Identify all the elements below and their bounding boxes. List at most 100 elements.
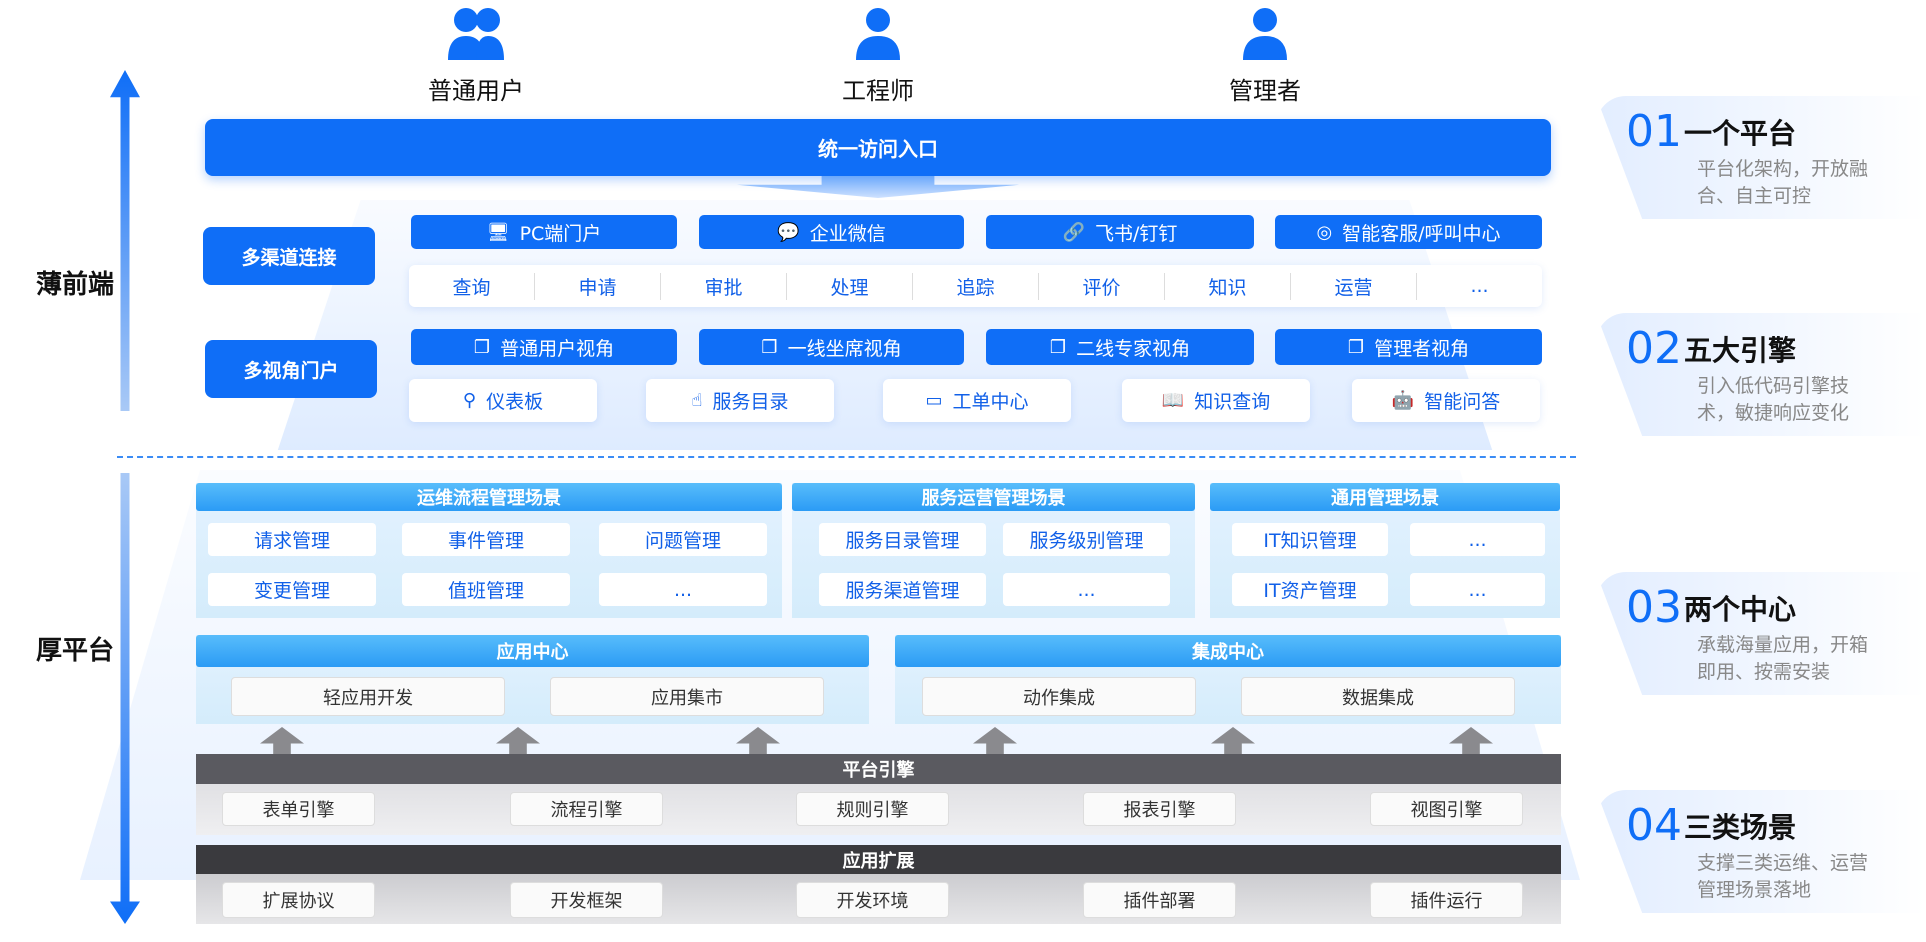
engine-item[interactable]: 表单引擎 [222, 792, 375, 826]
feishu-icon: 🔗 [1062, 221, 1085, 243]
card-desc: 平台化架构，开放融合、自主可控 [1697, 158, 1869, 207]
scene-item[interactable]: 服务级别管理 [1003, 523, 1170, 556]
action-3[interactable]: 处理 [787, 272, 913, 300]
service-catalog-icon: ☝ [691, 390, 703, 411]
view-2[interactable]: ❐ 二线专家视角 [986, 329, 1254, 365]
channel-0[interactable]: 🖥 PC端门户 [411, 215, 677, 249]
feature-4[interactable]: 🤖智能问答 [1352, 379, 1540, 422]
divider [117, 456, 1576, 458]
action-8[interactable]: ... [1470, 275, 1489, 297]
view-label: 二线专家视角 [1076, 337, 1191, 360]
side-label-front: 薄前端 [35, 269, 114, 300]
scene-item[interactable]: 值班管理 [402, 573, 570, 606]
view-0[interactable]: ❐普通用户视角 [411, 329, 677, 365]
card-number: 02 [1626, 323, 1682, 374]
channel-label: 企业微信 [809, 222, 886, 245]
feature-card-0 [1596, 96, 1926, 219]
extension-item[interactable]: 插件部署 [1083, 882, 1236, 918]
view-1[interactable]: ❐一线坐席视角 [699, 329, 964, 365]
side-label-platform: 厚平台 [35, 635, 114, 666]
center-item[interactable]: 应用集市 [550, 677, 824, 716]
scene-item[interactable]: ... [1410, 573, 1545, 606]
ticket-icon: ▭ [925, 390, 943, 411]
view-window-icon: ❐ [1347, 336, 1365, 358]
scene-item[interactable]: ... [599, 573, 767, 606]
view-label: 普通用户视角 [500, 337, 615, 360]
scene-header-1: 服务运营管理场景 [792, 483, 1195, 511]
action-7[interactable]: 运营 [1291, 272, 1417, 300]
feature-card-3 [1596, 790, 1926, 913]
pc-icon: 🖥 [486, 221, 510, 243]
scene-item[interactable]: 问题管理 [599, 523, 767, 556]
view-window-icon: ❐ [1049, 336, 1067, 358]
card-number: 01 [1626, 106, 1682, 157]
scene-item[interactable]: ... [1003, 573, 1170, 606]
users-group-icon [446, 2, 506, 62]
feature-1[interactable]: ☝ 服务目录 [646, 379, 834, 422]
channel-label: 飞书/钉钉 [1095, 222, 1178, 245]
wechat-icon: 💬 [777, 221, 800, 243]
feature-label: 服务目录 [712, 391, 789, 413]
engine-item[interactable]: 报表引擎 [1083, 792, 1236, 826]
up-arrow-icon [110, 70, 140, 411]
feature-label: 知识查询 [1194, 391, 1271, 413]
action-bar: 查询申请审批处理追踪评价知识运营... [409, 265, 1542, 307]
scene-header-0: 运维流程管理场景 [196, 483, 782, 511]
scene-item[interactable]: 变更管理 [208, 573, 376, 606]
channel-label: 智能客服/呼叫中心 [1342, 222, 1501, 245]
card-title: 一个平台 [1684, 117, 1797, 150]
extension-item[interactable]: 开发框架 [510, 882, 663, 918]
channel-1[interactable]: 💬 企业微信 [699, 215, 964, 249]
multi-channel-label: 多渠道连接 [203, 227, 375, 285]
card-desc: 引入低代码引擎技术，敏捷响应变化 [1697, 375, 1850, 424]
view-label: 一线坐席视角 [787, 337, 902, 360]
feature-0[interactable]: ⚲仪表板 [409, 379, 597, 422]
scene-item[interactable]: 事件管理 [402, 523, 570, 556]
action-6[interactable]: 知识 [1165, 272, 1291, 300]
user-label: 工程师 [842, 76, 914, 105]
scene-item[interactable]: 请求管理 [208, 523, 376, 556]
feature-label: 智能问答 [1424, 391, 1501, 413]
unified-entry-bar[interactable]: 统一访问入口 [205, 119, 1551, 176]
feature-3[interactable]: 📖 知识查询 [1122, 379, 1310, 422]
scene-item[interactable]: IT知识管理 [1232, 523, 1388, 556]
center-item[interactable]: 数据集成 [1241, 677, 1515, 716]
extension-item[interactable]: 扩展协议 [222, 882, 375, 918]
channel-3[interactable]: ◎智能客服/呼叫中心 [1275, 215, 1542, 249]
scene-item[interactable]: 服务目录管理 [819, 523, 986, 556]
card-number: 04 [1626, 800, 1682, 851]
extension-item[interactable]: 开发环境 [796, 882, 949, 918]
engine-item[interactable]: 视图引擎 [1370, 792, 1523, 826]
entry-arrow [737, 176, 1019, 198]
multi-view-label: 多视角门户 [205, 340, 377, 398]
card-number: 03 [1626, 582, 1682, 633]
extension-header: 应用扩展 [196, 845, 1561, 874]
feature-2[interactable]: ▭工单中心 [883, 379, 1071, 422]
action-4[interactable]: 追踪 [913, 272, 1039, 300]
center-item[interactable]: 轻应用开发 [231, 677, 505, 716]
manager-icon [1235, 2, 1295, 62]
extension-item[interactable]: 插件运行 [1370, 882, 1523, 918]
engine-item[interactable]: 规则引擎 [796, 792, 949, 826]
scene-item[interactable]: 服务渠道管理 [819, 573, 986, 606]
view-3[interactable]: ❐ 管理者视角 [1275, 329, 1542, 365]
card-desc: 支撑三类运维、运营管理场景落地 [1697, 852, 1869, 901]
engine-header: 平台引擎 [196, 754, 1561, 784]
card-title: 五大引擎 [1684, 334, 1797, 367]
knowledge-icon: 📖 [1161, 390, 1185, 411]
user-label: 管理者 [1229, 76, 1301, 105]
scene-item[interactable]: IT资产管理 [1232, 573, 1388, 606]
feature-label: 仪表板 [486, 391, 544, 413]
action-5[interactable]: 评价 [1039, 272, 1165, 300]
channel-label: PC端门户 [519, 222, 602, 245]
center-item[interactable]: 动作集成 [922, 677, 1196, 716]
engine-item[interactable]: 流程引擎 [510, 792, 663, 826]
center-header-0: 应用中心 [196, 635, 869, 667]
scene-item[interactable]: ... [1410, 523, 1545, 556]
channel-2[interactable]: 🔗 飞书/钉钉 [986, 215, 1254, 249]
action-0[interactable]: 查询 [409, 272, 535, 300]
card-desc: 承载海量应用，开箱即用、按需安装 [1697, 634, 1869, 683]
action-1[interactable]: 申请 [535, 272, 661, 300]
view-label: 管理者视角 [1374, 337, 1470, 360]
action-2[interactable]: 审批 [661, 272, 787, 300]
